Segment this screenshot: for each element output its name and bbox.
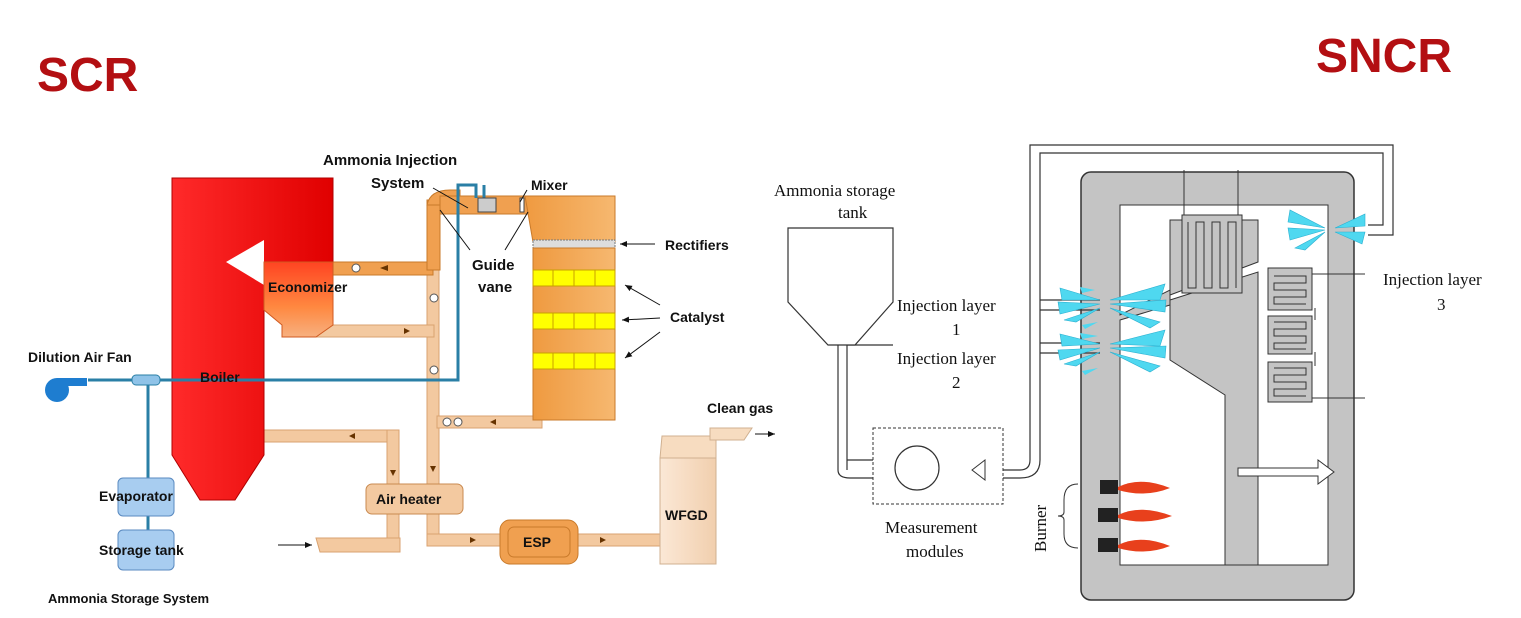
storage-tank <box>117 529 175 571</box>
wfgd <box>659 457 717 565</box>
injection-grid <box>477 197 497 213</box>
label-tank: tank <box>838 203 868 222</box>
evaporator <box>117 477 175 517</box>
label-guide: Guide <box>472 257 515 274</box>
label-boiler: Boiler <box>200 369 240 385</box>
sncr-title: SNCR <box>1316 30 1453 83</box>
air-heater <box>365 483 464 515</box>
label-injection-layer-1-num: 1 <box>952 320 961 339</box>
scr-diagram: Ammonia Injection System Mixer Rectifier… <box>28 152 775 606</box>
label-storage-tank: Storage tank <box>99 542 184 558</box>
label-wfgd: WFGD <box>665 507 708 523</box>
label-system: System <box>371 175 424 192</box>
dilution-air-fan <box>45 374 161 402</box>
label-ammonia-injection: Ammonia Injection <box>323 152 457 169</box>
label-injection-layer-2: Injection layer <box>897 349 996 368</box>
upper-flue-ducts <box>332 189 616 276</box>
spray-nozzles <box>1057 209 1366 373</box>
sncr-diagram: Ammonia storage tank Injection layer 1 I… <box>774 144 1482 601</box>
leader-lines <box>278 187 775 548</box>
label-measurement: Measurement <box>885 518 978 537</box>
label-evaporator: Evaporator <box>99 488 173 504</box>
label-vane: vane <box>478 279 512 296</box>
flow-arrow <box>1237 459 1335 485</box>
label-burner: Burner <box>1031 504 1050 552</box>
esp <box>499 519 579 565</box>
catalyst-dividers <box>552 270 596 369</box>
label-injection-layer-2-num: 2 <box>952 373 961 392</box>
label-economizer: Economizer <box>268 279 348 295</box>
dampers <box>351 263 463 427</box>
burners <box>1098 480 1172 552</box>
label-rectifiers: Rectifiers <box>665 237 729 253</box>
flow-arrows <box>349 265 606 543</box>
label-esp: ESP <box>523 534 551 550</box>
label-injection-layer-3-num: 3 <box>1437 295 1446 314</box>
economizer <box>263 261 334 338</box>
label-mixer: Mixer <box>531 177 568 193</box>
label-dilution-air-fan: Dilution Air Fan <box>28 349 132 365</box>
boiler <box>171 177 334 501</box>
label-ammonia-storage-system: Ammonia Storage System <box>48 591 209 606</box>
label-ammonia-storage: Ammonia storage <box>774 181 895 200</box>
label-catalyst: Catalyst <box>670 309 725 325</box>
label-air-heater: Air heater <box>376 491 442 507</box>
scr-title: SCR <box>37 49 139 102</box>
label-modules: modules <box>906 542 964 561</box>
label-injection-layer-1: Injection layer <box>897 296 996 315</box>
label-clean-gas: Clean gas <box>707 400 773 416</box>
label-injection-layer-3: Injection layer <box>1383 270 1482 289</box>
rectifier-grid <box>532 239 616 249</box>
ammonia-storage-tank <box>787 227 894 346</box>
